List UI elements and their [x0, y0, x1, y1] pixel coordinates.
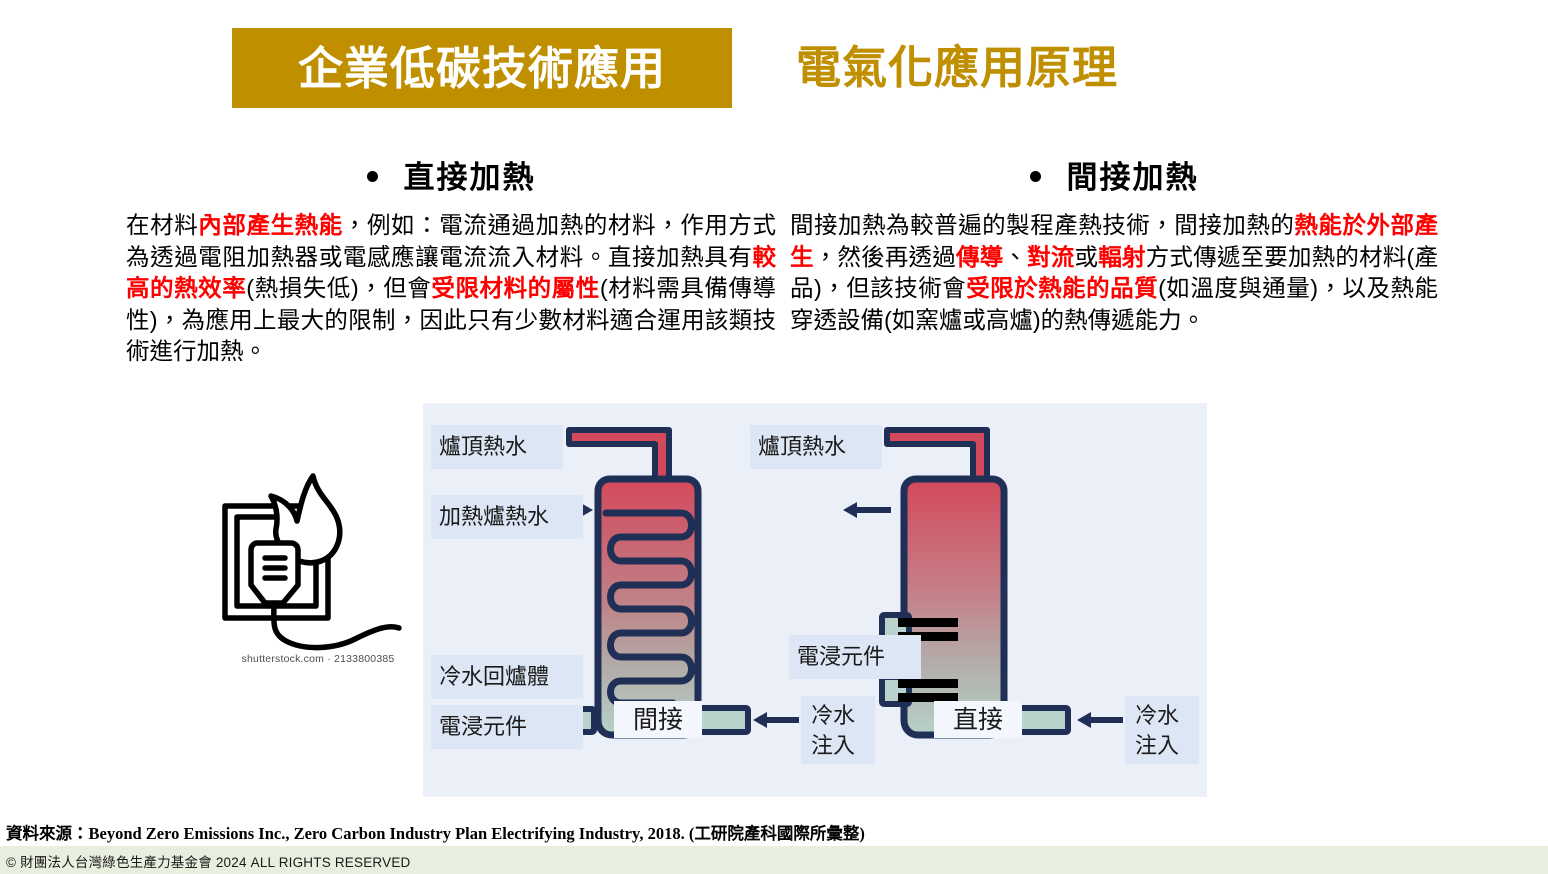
indirect-heating-body: 間接加熱為較普遍的製程產熱技術，間接加熱的熱能於外部產生，然後再透過傳導、對流或…	[790, 210, 1438, 336]
label-bg	[1125, 696, 1199, 764]
body-highlight: 熱能於外部產生	[790, 212, 1439, 270]
body-text: ，例如：電流通過加熱的材料，作用方式為透過電阻加熱器或電感應讓電流流入材料。直接…	[126, 212, 777, 270]
left-tank-heat-exchanger-coil	[602, 509, 695, 707]
right-tank-badge-bg	[934, 701, 1022, 738]
body-highlight: 輻射	[1098, 243, 1146, 270]
right-tank-left-arrow	[843, 502, 891, 518]
label-bg	[431, 705, 583, 749]
label-bg	[750, 425, 882, 469]
label-bg	[789, 635, 921, 679]
label-left-boiler-hot-water: 加熱爐熱水	[439, 504, 549, 529]
plug-outlet-fire-icon	[222, 473, 402, 651]
center-cold-water-label: 冷水 注入	[753, 696, 875, 764]
label-bg	[801, 696, 875, 764]
right-arrow-icon	[1077, 712, 1123, 728]
bullet-icon	[1029, 170, 1041, 182]
body-highlight: 較高的熱效率	[126, 243, 776, 302]
label-left-top-hot-water: 爐頂熱水	[439, 434, 527, 459]
label-bg	[431, 425, 563, 469]
right-tank-badge-label: 直接	[953, 706, 1003, 734]
column-direct-heating: 直接加熱 在材料內部產生熱能，例如：電流通過加熱的材料，作用方式為透過電阻加熱器…	[126, 150, 776, 368]
immersion-element-bar	[898, 679, 958, 688]
body-text: 或	[1074, 243, 1099, 270]
copyright-text: © 財團法人台灣綠色生產力基金會 2024 ALL RIGHTS RESERVE…	[6, 855, 411, 870]
immersion-element-bar	[898, 693, 958, 702]
left-tank-badge-bg	[614, 701, 702, 738]
indirect-heating-heading-row: 間接加熱	[790, 150, 1438, 198]
direct-heating-heading-row: 直接加熱	[126, 150, 776, 198]
body-highlight: 對流	[1027, 243, 1075, 270]
column-indirect-heating: 間接加熱 間接加熱為較普遍的製程產熱技術，間接加熱的熱能於外部產生，然後再透過傳…	[790, 150, 1438, 336]
label-right-cold-water-2: 注入	[1135, 733, 1179, 758]
electric-plug-fire-illustration: shutterstock.com · 2133800385	[213, 463, 423, 678]
body-text: 間接加熱為較普遍的製程產熱技術，間接加熱的	[790, 212, 1295, 238]
heating-diagram-panel: 間接 爐頂熱水 加熱爐熱水 冷水回爐體 電浸元件 冷水 注入	[423, 403, 1207, 797]
label-bg	[431, 495, 583, 539]
right-tank-labels: 爐頂熱水 電浸元件 冷水 注入	[750, 425, 1199, 764]
body-highlight: 內部產生熱能	[198, 212, 343, 238]
heating-diagram: 間接 爐頂熱水 加熱爐熱水 冷水回爐體 電浸元件 冷水 注入	[431, 425, 1199, 764]
body-text: 、	[1003, 243, 1028, 270]
body-text: ，然後再透過	[813, 243, 956, 270]
title-row: 企業低碳技術應用 電氣化應用原理	[0, 28, 1548, 110]
title-badge-label: 企業低碳技術應用	[297, 42, 666, 94]
copyright-bar: © 財團法人台灣綠色生產力基金會 2024 ALL RIGHTS RESERVE…	[0, 846, 1548, 874]
indirect-heating-heading: 間接加熱	[1066, 159, 1199, 195]
body-highlight: 傳導	[955, 243, 1004, 270]
direct-heating-body: 在材料內部產生熱能，例如：電流通過加熱的材料，作用方式為透過電阻加熱器或電感應讓…	[126, 210, 776, 368]
body-text: (熱損失低)，但會	[246, 275, 432, 301]
immersion-element-bar	[898, 632, 958, 641]
body-text: 方式傳遞至要加熱的材料(產品)，但該技術會	[790, 243, 1439, 302]
body-highlight: 受限材料的屬性	[431, 275, 600, 301]
label-center-cold-water-2: 注入	[811, 733, 855, 758]
body-text: (如溫度與通量)，以及熱能穿透設備(如窯爐或高爐)的熱傳遞能力。	[790, 275, 1439, 333]
source-citation: 資料來源：Beyond Zero Emissions Inc., Zero Ca…	[6, 824, 865, 843]
body-highlight: 受限於熱能的品質	[966, 275, 1159, 301]
body-text: (材料需具備傳導性)，為應用上最大的限制，因此只有少數材料適合運用該類技術進行加…	[126, 275, 777, 364]
right-tank-group: n 直接	[843, 427, 1071, 739]
left-tank-labels: 爐頂熱水 加熱爐熱水 冷水回爐體 電浸元件	[431, 425, 583, 749]
label-left-immersion-element: 電浸元件	[439, 714, 527, 739]
title-badge: 企業低碳技術應用	[232, 28, 732, 108]
page-title: 電氣化應用原理	[796, 42, 1119, 93]
label-left-cold-return: 冷水回爐體	[439, 664, 549, 689]
shutterstock-watermark: shutterstock.com · 2133800385	[241, 653, 395, 665]
body-text: 在材料	[126, 212, 199, 238]
label-right-cold-water-1: 冷水	[1135, 703, 1179, 728]
bullet-icon	[366, 170, 378, 182]
center-arrow-icon	[753, 712, 799, 728]
label-center-cold-water-1: 冷水	[811, 703, 855, 728]
immersion-element-bar	[898, 618, 958, 627]
label-bg	[431, 655, 583, 699]
direct-heating-heading: 直接加熱	[403, 159, 536, 195]
left-tank-badge-label: 間接	[633, 706, 683, 734]
label-right-top-hot-water: 爐頂熱水	[758, 434, 846, 459]
label-right-immersion-element: 電浸元件	[797, 644, 885, 669]
